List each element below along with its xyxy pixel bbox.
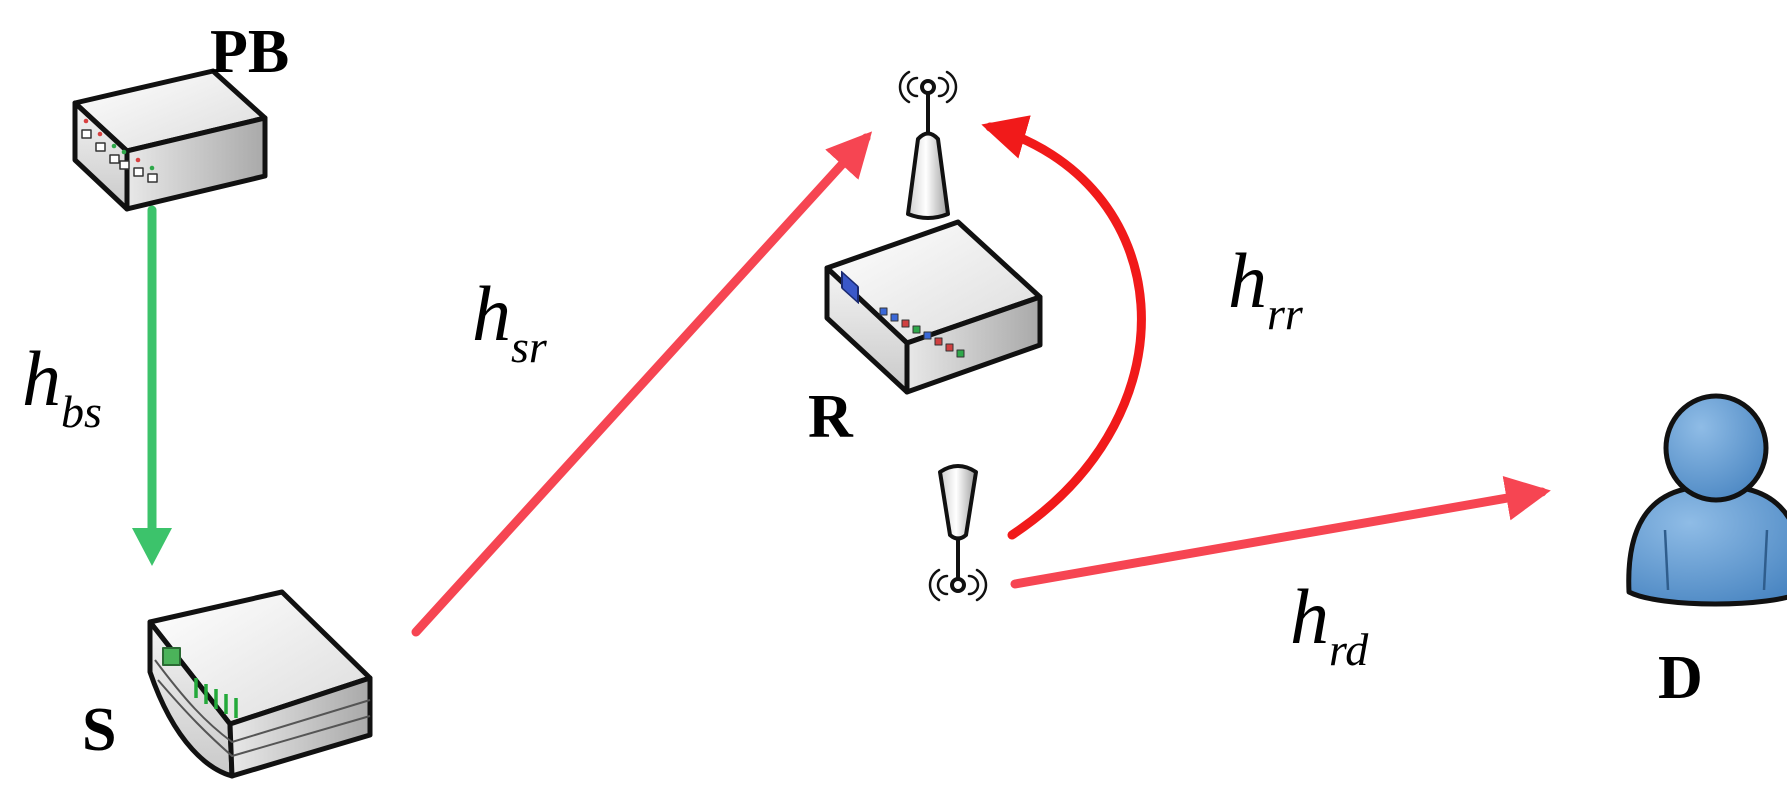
loopback-link-r	[981, 115, 1146, 540]
s-node-label: S	[82, 696, 116, 764]
channel-label-rd: hrd	[1290, 573, 1369, 675]
channel-label-bs: hbs	[22, 335, 102, 437]
power-beacon-device-icon	[72, 68, 268, 212]
channel-bs-subscript: bs	[61, 386, 102, 437]
destination-user-icon	[1626, 393, 1787, 607]
r-node-label: R	[808, 383, 854, 451]
channel-rd-subscript: rd	[1329, 624, 1369, 675]
channel-rr-symbol: h	[1228, 237, 1267, 324]
channel-sr-symbol: h	[472, 270, 511, 357]
channel-rr-subscript: rr	[1267, 288, 1304, 339]
d-node-label: D	[1658, 644, 1703, 712]
energy-link-pb-to-s	[132, 205, 172, 566]
relay-device-icon	[824, 219, 1043, 395]
channel-label-rr: hrr	[1228, 237, 1304, 339]
pb-node-label: PB	[210, 18, 289, 86]
channel-sr-subscript: sr	[511, 321, 548, 372]
channel-bs-symbol: h	[22, 335, 61, 422]
link-r-to-d	[1010, 476, 1551, 589]
source-device-icon	[147, 589, 373, 779]
relay-transmit-antenna-icon	[928, 464, 988, 602]
channel-label-sr: hsr	[472, 270, 548, 372]
channel-rd-symbol: h	[1290, 573, 1329, 660]
link-s-to-r	[411, 131, 873, 637]
relay-receive-antenna-icon	[898, 70, 958, 220]
